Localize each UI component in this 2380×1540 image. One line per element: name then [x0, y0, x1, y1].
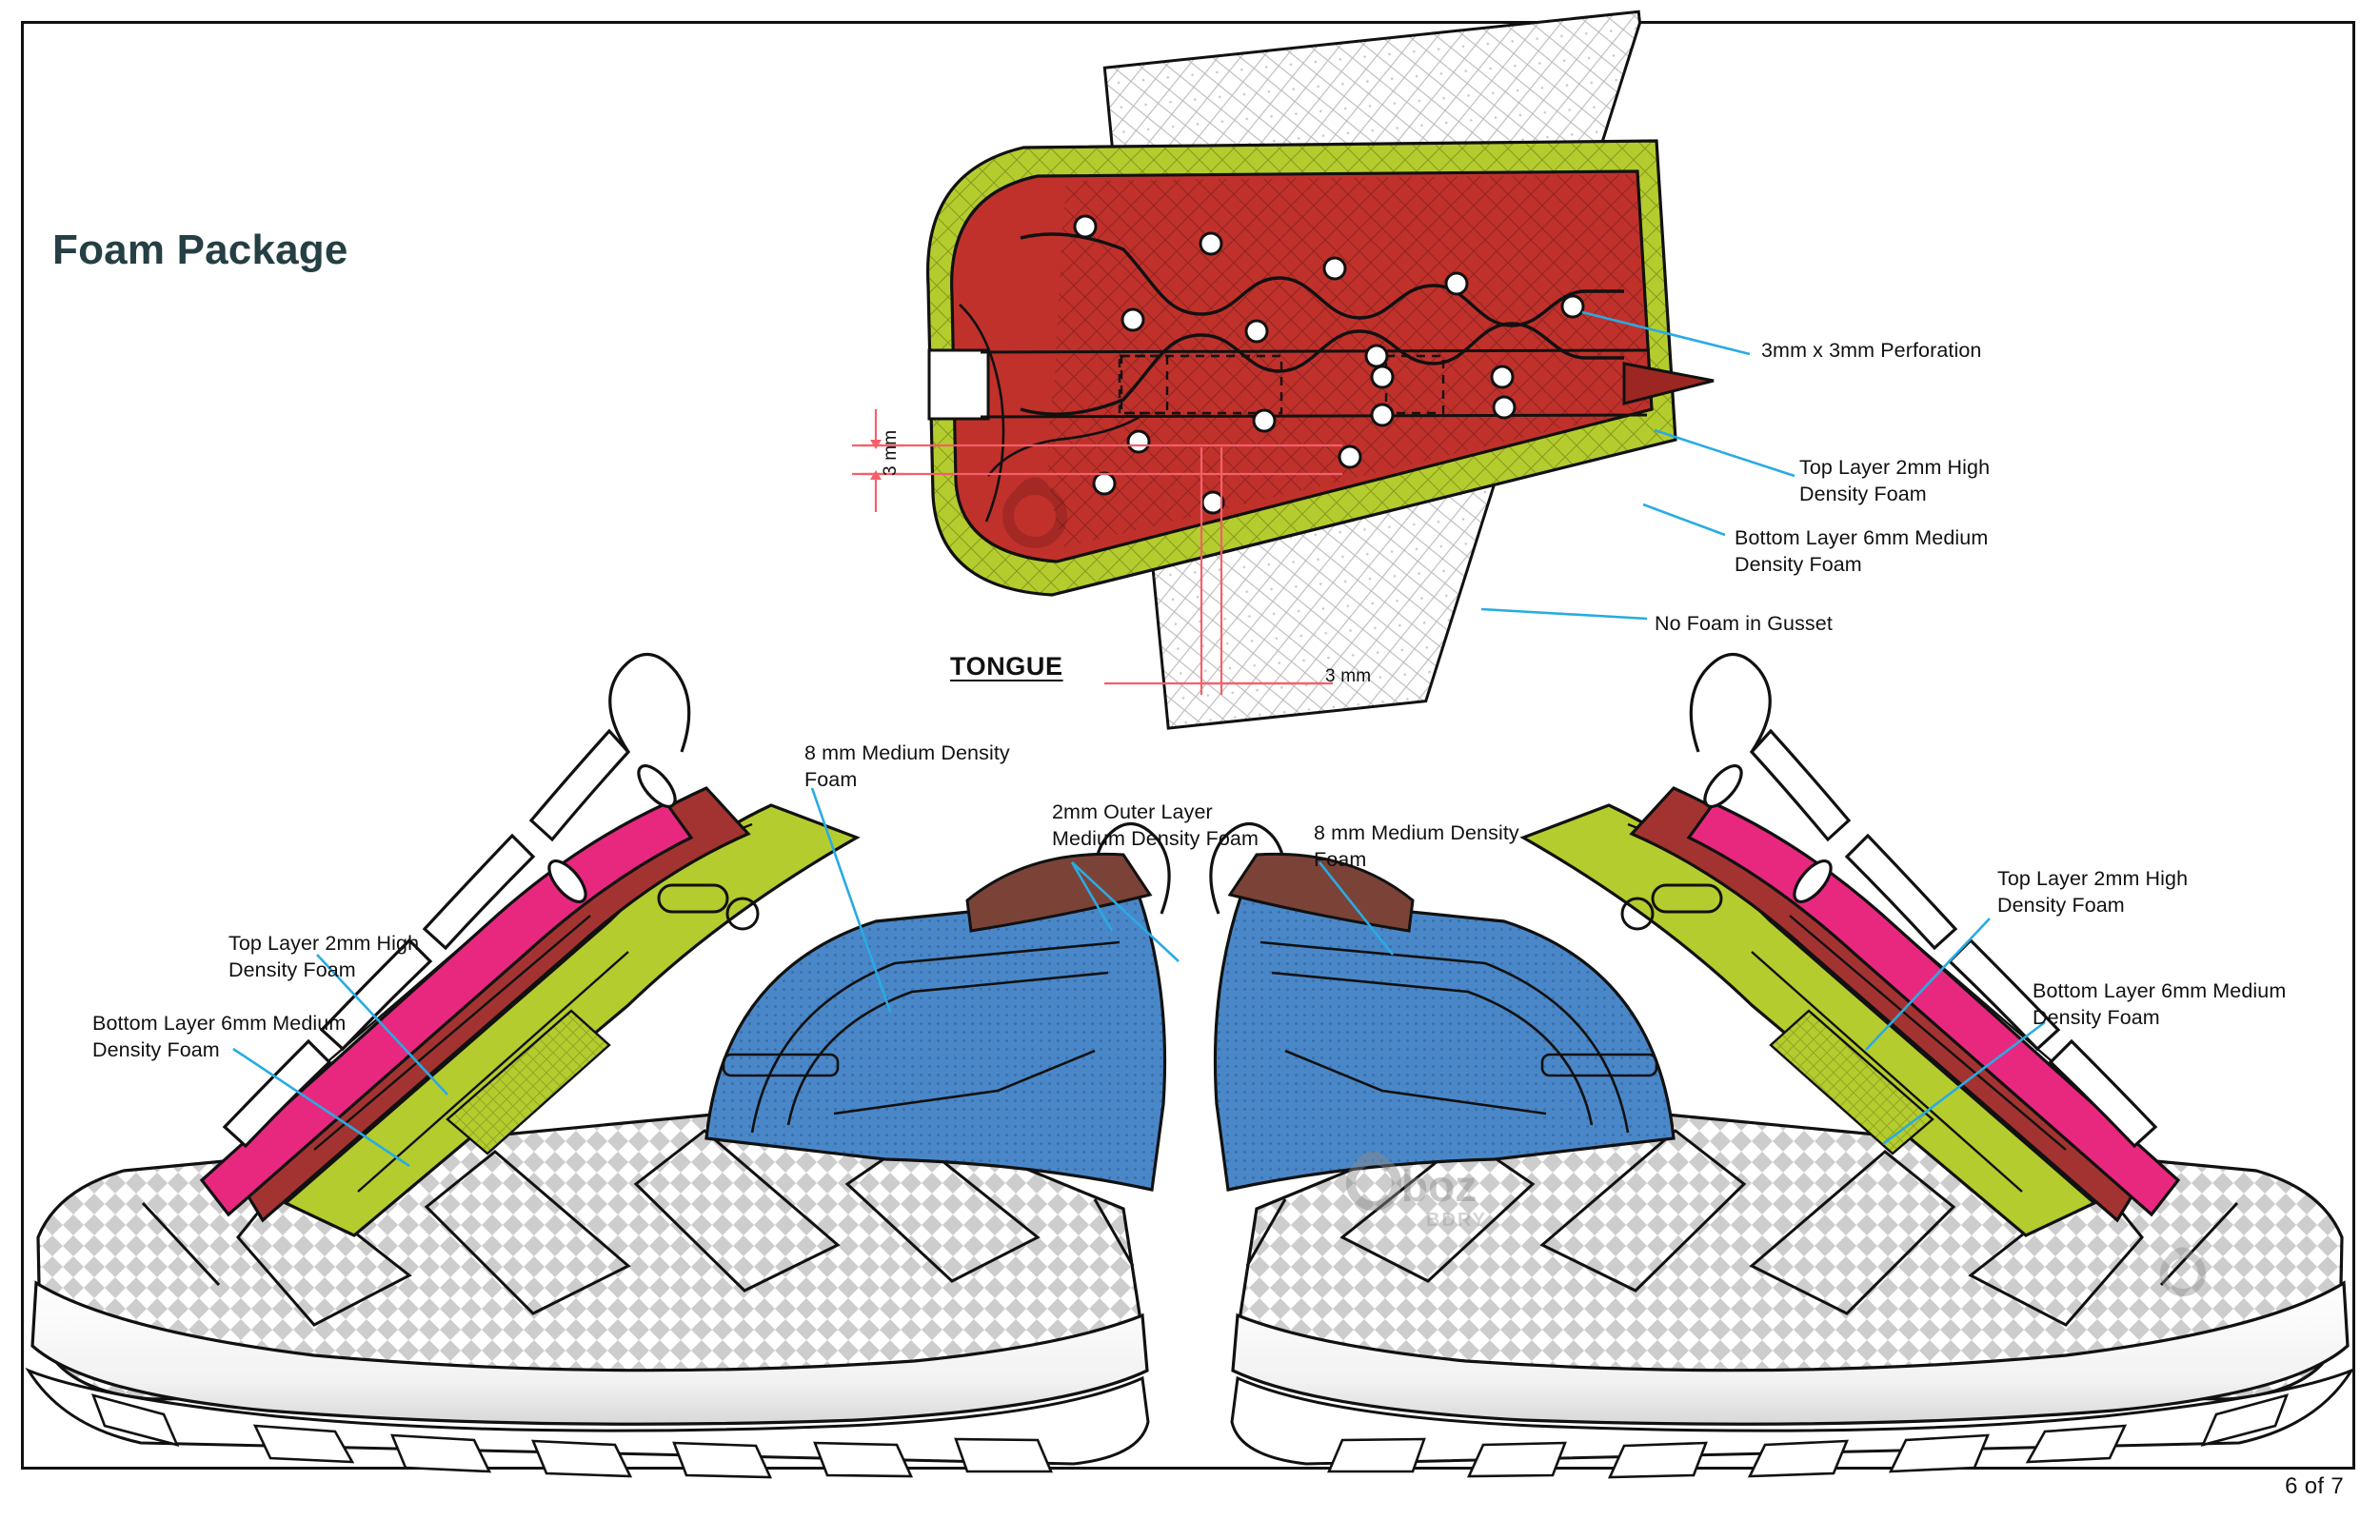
dimension-horizontal-3mm: 3 mm	[1325, 666, 1372, 686]
dimension-vertical-3mm: 3 mm	[881, 429, 901, 476]
annotation-tongue-top-layer: Top Layer 2mm High Density Foam	[1799, 456, 1991, 505]
annotation-2mm-outer-layer: 2mm Outer Layer Medium Density Foam	[1052, 800, 1259, 850]
annotation-right-bottom-layer: Bottom Layer 6mm Medium Density Foam	[2033, 979, 2287, 1029]
page-number: 6 of 7	[2285, 1473, 2344, 1499]
annotation-perforation: 3mm x 3mm Perforation	[1761, 339, 1982, 362]
annotation-left-8mm-medium: 8 mm Medium Density Foam	[804, 741, 1010, 791]
annotation-tongue-bottom-layer: Bottom Layer 6mm Medium Density Foam	[1735, 526, 1989, 576]
page-title: Foam Package	[52, 227, 348, 273]
annotation-left-bottom-layer: Bottom Layer 6mm Medium Density Foam	[92, 1012, 347, 1061]
annotation-no-foam-gusset: No Foam in Gusset	[1655, 612, 1833, 635]
tongue-title: TONGUE	[950, 652, 1063, 681]
annotation-right-8mm-medium: 8 mm Medium Density Foam	[1314, 821, 1519, 871]
annotation-left-top-layer: Top Layer 2mm High Density Foam	[228, 932, 420, 981]
page-border	[21, 21, 2355, 1470]
annotation-right-top-layer: Top Layer 2mm High Density Foam	[1997, 867, 2189, 917]
